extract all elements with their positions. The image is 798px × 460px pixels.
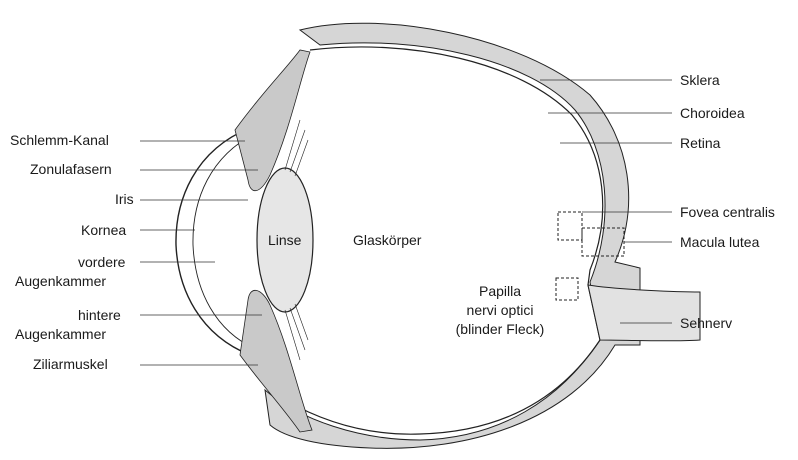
label-zonulafasern: Zonulafasern xyxy=(30,161,112,178)
label-retina: Retina xyxy=(680,135,720,152)
label-linse: Linse xyxy=(268,232,301,249)
kornea-shape xyxy=(176,128,250,355)
label-papilla-3: (blinder Fleck) xyxy=(440,321,560,338)
label-macula-lutea: Macula lutea xyxy=(680,234,759,251)
ziliarkoerper-upper xyxy=(235,50,310,191)
label-iris: Iris xyxy=(115,191,134,208)
sklera-shape xyxy=(265,23,640,448)
label-hintere-2: Augenkammer xyxy=(15,326,106,343)
label-papilla-2: nervi optici xyxy=(440,302,560,319)
label-vordere-1: vordere xyxy=(78,254,125,271)
label-hintere-1: hintere xyxy=(78,307,121,324)
label-kornea: Kornea xyxy=(81,222,126,239)
label-sklera: Sklera xyxy=(680,72,720,89)
label-papilla-1: Papilla xyxy=(440,283,560,300)
label-vordere-2: Augenkammer xyxy=(15,273,106,290)
label-glaskoerper: Glaskörper xyxy=(353,232,421,249)
sehnerv-shape xyxy=(588,285,700,341)
label-choroidea: Choroidea xyxy=(680,105,745,122)
label-sehnerv: Sehnerv xyxy=(680,315,732,332)
label-fovea-centralis: Fovea centralis xyxy=(680,204,775,221)
label-schlemm-kanal: Schlemm-Kanal xyxy=(10,132,109,149)
fovea-box xyxy=(558,212,582,240)
retina-line xyxy=(285,47,603,434)
label-ziliarmuskel: Ziliarmuskel xyxy=(33,356,108,373)
